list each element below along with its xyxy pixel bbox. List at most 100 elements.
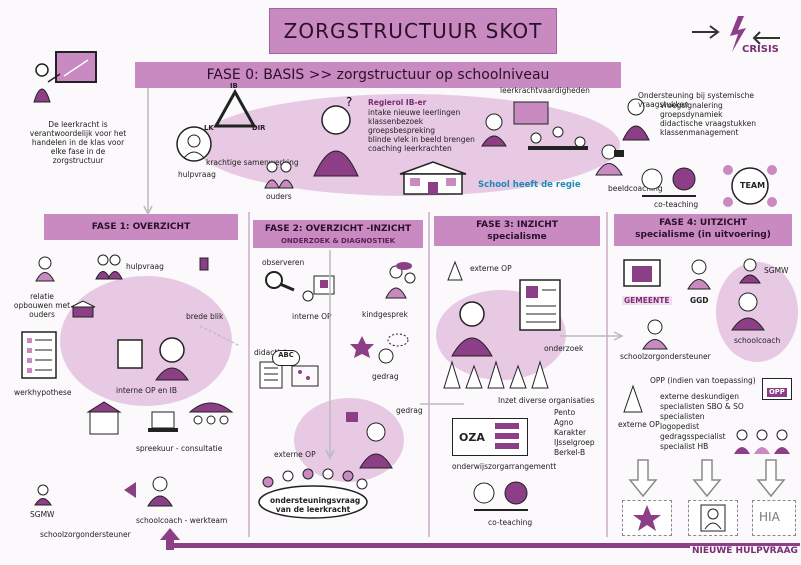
magnifier-icon bbox=[262, 270, 296, 292]
triangle-right: DIR bbox=[252, 124, 266, 132]
phase3-subtitle: specialisme bbox=[487, 232, 547, 242]
deskundige-item: logopedist bbox=[660, 422, 700, 431]
hulpvraag-label: hulpvraag bbox=[178, 170, 216, 179]
externe-op4-icon bbox=[622, 384, 644, 414]
ondersteuning-item: groepsdynamiek bbox=[660, 110, 723, 119]
school-building-icon bbox=[398, 160, 468, 196]
phase3-banner: FASE 3: INZICHT specialisme bbox=[434, 216, 600, 246]
interne-op-person-icon bbox=[300, 270, 342, 310]
phase1-title: FASE 1: OVERZICHT bbox=[91, 222, 191, 232]
phase3-externe-op-label: externe OP bbox=[470, 264, 512, 273]
phase3-coteaching-label: co-teaching bbox=[488, 518, 533, 527]
didactiek-illustration bbox=[258, 358, 324, 390]
brede-blik-label: brede blik bbox=[186, 312, 224, 321]
werkhypothese-label: werkhypothese bbox=[14, 388, 72, 397]
regie-item: klassenbezoek bbox=[368, 117, 424, 126]
schoolcoach-icon bbox=[122, 474, 176, 507]
arrangement-label: onderwijszorgarrangementt bbox=[452, 462, 557, 471]
deskundige-item: specialisten SBO & SO bbox=[660, 402, 744, 411]
regie-item: blinde vlek in beeld brengen bbox=[368, 135, 475, 144]
phase4-banner: FASE 4: UITZICHT specialisme (in uitvoer… bbox=[614, 214, 792, 246]
oza-label: OZA bbox=[459, 431, 485, 444]
abc-bubble: ABC bbox=[272, 350, 300, 366]
star-box bbox=[622, 500, 672, 536]
phase3-gedrag-label: gedrag bbox=[396, 406, 423, 415]
ggd-icon bbox=[686, 258, 712, 290]
crisis-block: CRISIS bbox=[690, 10, 790, 60]
org-item: Agno bbox=[554, 418, 574, 427]
org-item: Karakter bbox=[554, 428, 587, 437]
divider bbox=[606, 212, 608, 537]
class-illustration bbox=[476, 98, 596, 158]
observeren-label: observeren bbox=[262, 258, 305, 267]
star-icon bbox=[633, 505, 661, 531]
sgmw4-person-icon bbox=[738, 258, 762, 284]
schoolzorg-label: schoolzorgondersteuner bbox=[40, 530, 131, 539]
kindgesprek-icon bbox=[384, 262, 418, 304]
gemeente-label: GEMEENTE bbox=[622, 296, 672, 305]
team-icon: TEAM bbox=[720, 162, 780, 210]
opp-badge-label: OPP bbox=[767, 388, 787, 397]
nieuwe-hulpvraag-label: NIEUWE HULPVRAAG bbox=[690, 546, 800, 556]
triangle-left: LK bbox=[204, 124, 214, 132]
vaardigheden-label: leerkrachtvaardigheden bbox=[500, 86, 590, 95]
coteaching-label: co-teaching bbox=[654, 200, 699, 209]
divider bbox=[428, 212, 430, 537]
hia-box: HIA bbox=[752, 500, 796, 536]
page-title: ZORGSTRUCTUUR SKOT bbox=[269, 8, 557, 54]
hia-label: HIA bbox=[759, 510, 780, 524]
deskundige-item: specialist HB bbox=[660, 442, 709, 451]
org-item: Berkel-B bbox=[554, 448, 586, 457]
opp-badge: OPP bbox=[762, 378, 792, 400]
phase3-coteaching-icon bbox=[472, 480, 530, 512]
ondersteuningsvraag-label: ondersteuningsvraag van de leerkracht bbox=[270, 496, 361, 514]
ib-person-illustration: ? bbox=[308, 95, 364, 178]
gemeente-illustration bbox=[622, 258, 662, 292]
interne-label: interne OP en IB bbox=[116, 386, 178, 395]
phase2-gedrag-label: gedrag bbox=[372, 372, 399, 381]
beeldcoaching-label: beeldcoaching bbox=[608, 184, 663, 193]
divider bbox=[248, 212, 250, 537]
onderzoek-label: onderzoek bbox=[544, 344, 584, 353]
coach-person-icon bbox=[620, 96, 652, 142]
gedrag-person-illustration bbox=[340, 412, 400, 474]
cones-icon bbox=[442, 360, 550, 390]
interne-op-label: interne OP bbox=[292, 312, 332, 321]
regie-title: Regierol IB-er bbox=[368, 98, 427, 107]
bottom-arrow-bar bbox=[172, 543, 800, 548]
teacher-text: De leerkracht is verantwoordelijk voor h… bbox=[29, 120, 127, 165]
regie-item: groepsbespreking bbox=[368, 126, 436, 135]
svg-text:?: ? bbox=[346, 95, 352, 109]
externe-op4-label: externe OP bbox=[618, 420, 660, 429]
onderzoek-doc-icon bbox=[518, 278, 562, 332]
phase3-person-illustration bbox=[446, 296, 498, 357]
schoolcoach4-label: schoolcoach bbox=[734, 336, 781, 345]
triangle-icon bbox=[213, 88, 257, 128]
sgmw-person-icon bbox=[34, 484, 52, 506]
opp-label: OPP (indien van toepassing) bbox=[650, 376, 756, 385]
schoolzorg4-label: schoolzorgondersteuner bbox=[620, 352, 711, 361]
down-arrows bbox=[620, 458, 796, 498]
samenwerking-label: krachtige samenwerking bbox=[206, 158, 299, 167]
hulpvraag-parents-icon bbox=[94, 254, 124, 280]
deskundige-item: externe deskundigen bbox=[660, 392, 740, 401]
lightning-icon bbox=[692, 16, 780, 52]
phase4-subtitle: specialisme (in uitvoering) bbox=[635, 230, 771, 240]
oza-box: OZA bbox=[452, 418, 528, 456]
didactiek-label: didactiek bbox=[254, 348, 289, 357]
phase2-banner: FASE 2: OVERZICHT -INZICHT ONDERZOEK & D… bbox=[253, 220, 423, 248]
phase2-title: FASE 2: OVERZICHT -INZICHT bbox=[264, 224, 412, 234]
gedrag-icon bbox=[350, 332, 410, 372]
ondersteuning-item: vroegsignalering bbox=[660, 101, 723, 110]
ondersteuning-item: didactische vraagstukken bbox=[660, 119, 756, 128]
kindgesprek-label: kindgesprek bbox=[362, 310, 408, 319]
ondersteuning-item: klassenmanagement bbox=[660, 128, 739, 137]
spreekuur-illustration bbox=[86, 398, 236, 438]
phase4-title: FASE 4: UITZICHT bbox=[659, 218, 747, 228]
phase2-subtitle: ONDERZOEK & DIAGNOSTIEK bbox=[280, 237, 396, 245]
table-meeting-illustration bbox=[254, 466, 372, 520]
externe-op-label: externe OP bbox=[274, 450, 316, 459]
school-small-icon bbox=[70, 300, 96, 318]
relatie-person-icon bbox=[34, 256, 56, 282]
deskundige-item: specialisten bbox=[660, 412, 705, 421]
